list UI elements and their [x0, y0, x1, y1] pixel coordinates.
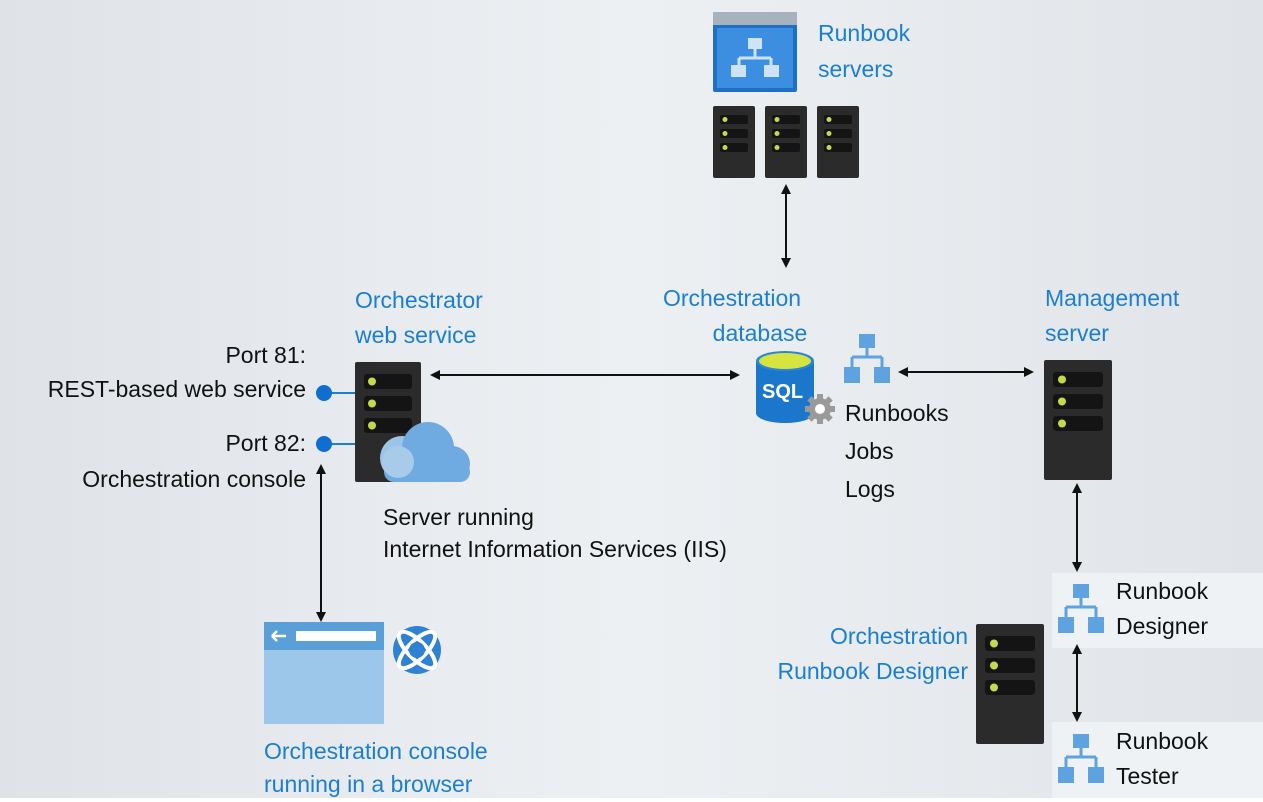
console-label-2: running in a browser	[264, 771, 473, 797]
management-label-1: Management	[1045, 285, 1180, 311]
management-server-icon	[1044, 360, 1112, 480]
sql-database-icon: SQL	[756, 351, 835, 424]
browser-globe-icon	[393, 626, 441, 674]
designer-server-icon	[976, 624, 1044, 744]
browser-window-icon	[264, 622, 384, 724]
designer-label-2: Runbook Designer	[777, 658, 968, 684]
runbook-servers-label-2: servers	[818, 56, 894, 82]
runbook-server-icon-1	[713, 106, 755, 178]
management-label-2: server	[1045, 320, 1109, 346]
runbook-app-icon	[713, 12, 797, 92]
port82-label-2: Orchestration console	[82, 466, 306, 492]
port81-dot	[316, 385, 332, 401]
port81-label-2: REST-based web service	[47, 376, 306, 402]
web-service-label-1: Orchestrator	[355, 287, 483, 313]
server-running-label-2: Internet Information Services (IIS)	[383, 536, 727, 562]
runbook-tester-label-1: Runbook	[1116, 728, 1209, 754]
runbook-hierarchy-icon	[844, 334, 890, 383]
db-content-logs: Logs	[845, 476, 895, 502]
runbook-designer-label-1: Runbook	[1116, 578, 1209, 604]
runbook-designer-icon	[1058, 584, 1104, 633]
cloud-icon	[380, 422, 470, 482]
port82-label-1: Port 82:	[225, 430, 306, 456]
sql-text: SQL	[762, 381, 803, 403]
runbook-servers-label-1: Runbook	[818, 20, 911, 46]
port82-dot	[316, 436, 332, 452]
runbook-designer-label-2: Designer	[1116, 613, 1209, 639]
runbook-server-icon-2	[765, 106, 807, 178]
runbook-server-icon-3	[817, 106, 859, 178]
database-label-1: Orchestration	[662, 285, 802, 311]
db-content-runbooks: Runbooks	[845, 400, 949, 426]
designer-label-1: Orchestration	[829, 623, 968, 649]
runbook-tester-icon	[1058, 734, 1104, 783]
runbook-tester-label-2: Tester	[1116, 763, 1179, 789]
port81-label-1: Port 81:	[225, 342, 306, 368]
web-service-label-2: web service	[355, 322, 477, 348]
db-content-jobs: Jobs	[845, 438, 894, 464]
console-label-1: Orchestration console	[264, 738, 488, 764]
server-running-label-1: Server running	[383, 504, 534, 530]
database-label-2: database	[712, 320, 808, 346]
